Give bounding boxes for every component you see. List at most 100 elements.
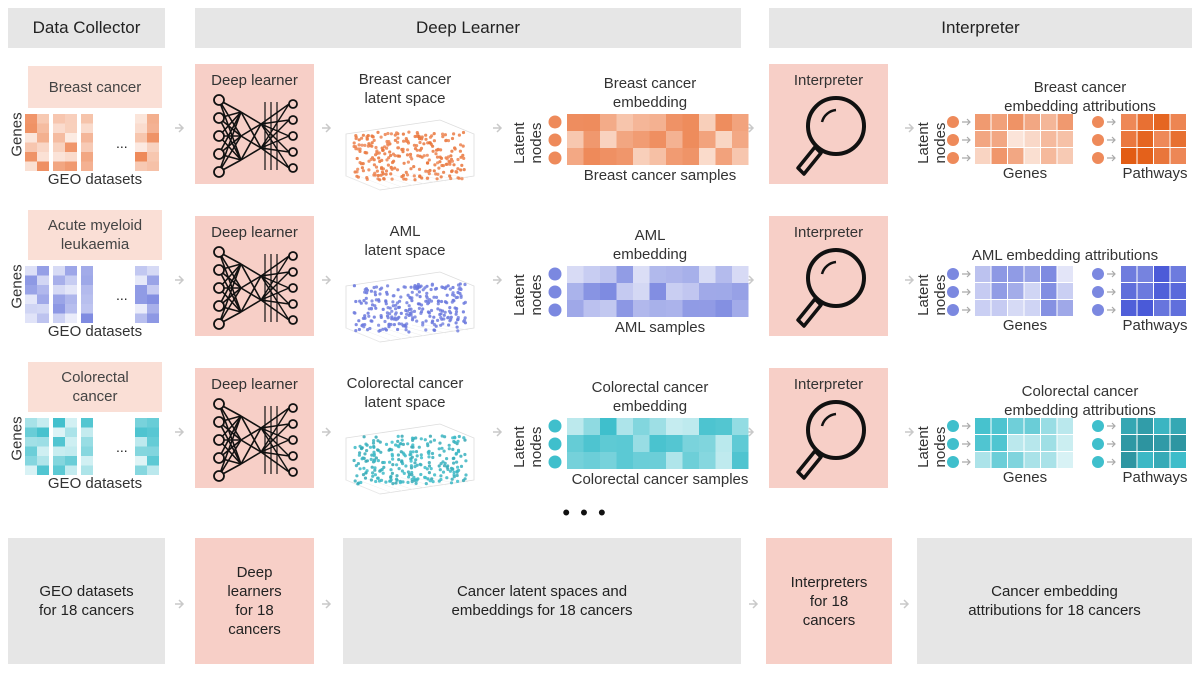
samples-label: Breast cancer samples [583,167,737,184]
latent-point [406,470,410,474]
latent-point [404,316,408,320]
nn-edge [260,135,290,149]
nn-node [288,315,298,325]
latent-point [448,469,452,473]
latent-point [406,480,410,484]
latent-point [407,475,411,479]
small-arrow-icon [962,136,971,144]
latent-point [415,148,419,152]
latent-point [363,316,367,320]
nn-edge [218,117,242,161]
heatmap-cell [81,446,93,456]
latent-point [396,453,400,457]
latent-point [389,165,393,169]
nn-edge [240,263,262,277]
latent-point [376,173,380,178]
latent-point [402,471,406,475]
latent-point [427,158,431,162]
latent-point [457,133,461,137]
attributions-label: Breast cancer embedding attributions [1004,79,1156,115]
nn-edge [218,111,242,155]
grid-line [378,174,414,186]
latent-point [431,455,435,460]
heatmap-cell [147,285,159,295]
latent-point [415,463,419,467]
heatmap-cell [53,123,65,133]
embedding-cell [633,418,650,435]
genes-label: Genes [1002,469,1048,486]
header-interpreter: Interpreter [769,8,1192,48]
embedding-cell [699,266,716,283]
latent-point [378,440,382,444]
heatmap-cell [135,437,147,447]
latent-point [366,134,370,138]
latent-point [390,454,394,458]
latent-point [388,150,392,154]
latent-point [379,315,383,319]
latent-point [401,173,406,177]
pathway-attribution-cell [1154,418,1170,434]
latent-node [947,420,959,432]
latent-point [421,307,425,311]
nn-edge [260,271,290,277]
latent-point [386,142,390,146]
latent-point [451,291,455,295]
heatmap-cell [147,266,159,276]
embedding-cell [616,300,633,317]
magnifier-handle [796,449,823,480]
heatmap-cell [147,114,159,124]
pathway-attribution-cell [1170,131,1186,147]
nn-edge [260,119,290,149]
embedding-cell [715,435,732,452]
latent-point [430,451,435,456]
interpreter-box: Interpreter [769,64,888,184]
heatmap-cell [81,133,93,143]
latent-point [410,477,414,481]
embedding-cell [682,114,699,131]
latent-point [405,301,409,305]
pathway-attribution-cell [1170,148,1186,164]
latent-point [412,143,416,147]
heatmap-cell [25,152,37,162]
latent-point [374,145,378,150]
latent-point [439,477,443,482]
neural-network-icon [213,246,298,330]
heatmap-cell [53,152,65,162]
pathway-attribution-cell [1121,148,1137,164]
latent-node [1092,286,1104,298]
nn-edge [218,251,242,313]
nn-edge [260,255,290,301]
latent-point [370,299,374,303]
latent-point [368,143,372,148]
latent-point [425,291,429,295]
latent-point [373,473,377,477]
latent-point [368,326,372,331]
embedding-cell [649,131,666,148]
latent-point [379,450,383,454]
latent-point [405,153,410,157]
latent-point [393,166,397,170]
embedding-cell [616,114,633,131]
pathway-attribution-cell [1137,148,1153,164]
latent-point [408,152,413,156]
summary-geo-datasets: GEO datasets for 18 cancers [8,538,165,664]
latent-point [397,305,401,309]
latent-point [418,148,422,152]
latent-point [393,316,397,320]
latent-point [439,315,443,320]
latent-point [394,481,398,485]
latent-node [1092,456,1104,468]
small-arrow-icon [962,306,971,314]
heatmap-cell [147,465,159,475]
pathway-attribution-cell [1137,114,1153,130]
heatmap-cell [65,275,77,285]
gene-attribution-cell [991,131,1007,147]
heatmap-cell [53,294,65,304]
latent-point [431,480,435,484]
latent-point [352,458,356,463]
more-rows-ellipsis: • • • [562,500,608,525]
latent-point [434,152,438,156]
latent-point [414,450,419,454]
latent-point [461,130,466,135]
heatmap-cell [147,123,159,133]
